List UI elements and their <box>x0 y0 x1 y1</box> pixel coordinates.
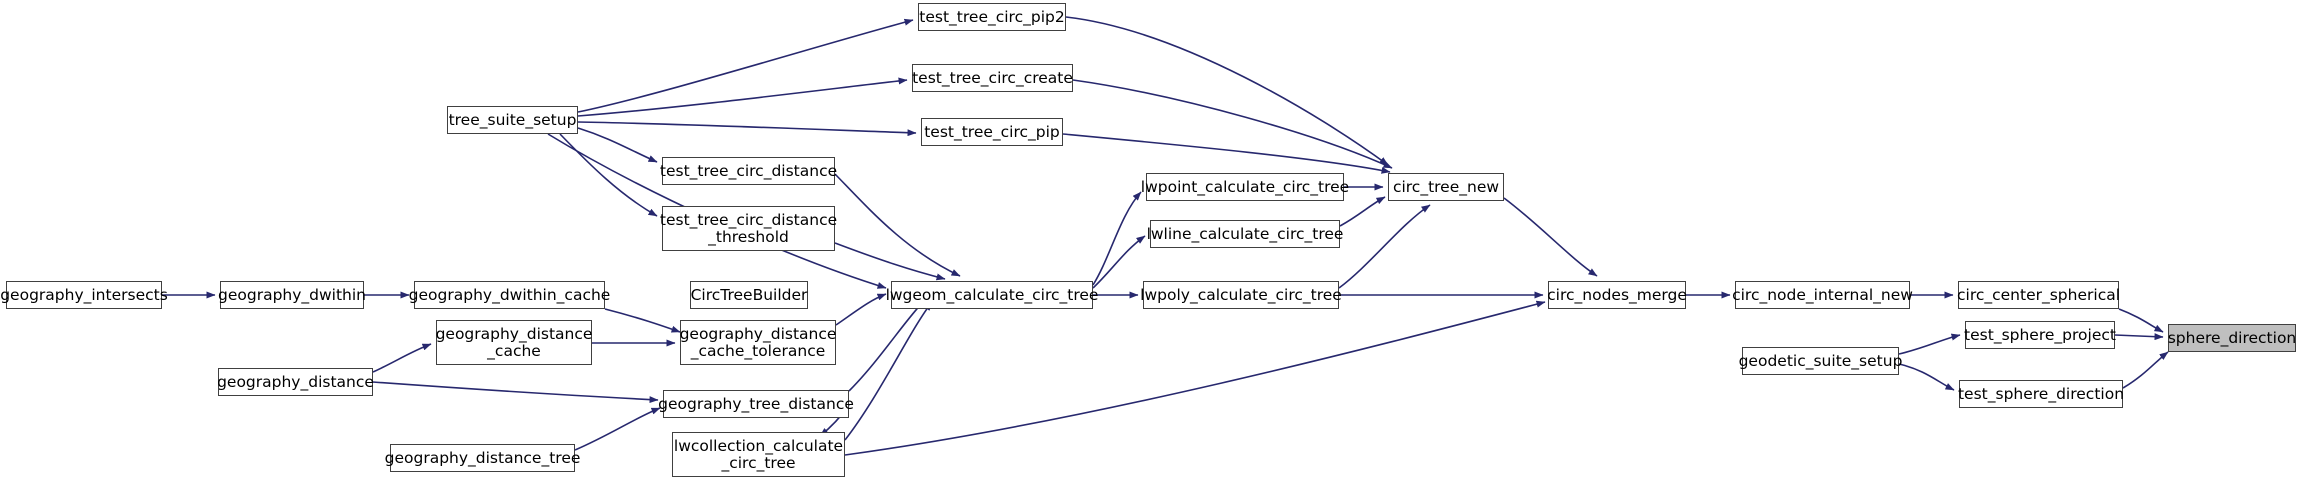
graph-node-test_tree_circ_pip[interactable]: test_tree_circ_pip <box>921 118 1063 146</box>
edge-tree_suite_setup--to--test_tree_circ_distance_thr <box>559 133 658 217</box>
edge-lwpoly_calculate_circ_tree--to--circ_tree_new <box>1338 204 1431 289</box>
graph-node-lwgeom_calculate_circ_tree[interactable]: lwgeom_calculate_circ_tree <box>886 281 1098 309</box>
edge-test_tree_circ_pip--to--circ_tree_new <box>1062 133 1391 174</box>
graph-node-CircTreeBuilder[interactable]: CircTreeBuilder <box>690 281 808 309</box>
graph-node-geography_dwithin[interactable]: geography_dwithin <box>218 281 366 309</box>
graph-node-geography_tree_distance[interactable]: geography_tree_distance <box>658 390 854 418</box>
edge-circ_center_spherical--to--sphere_direction <box>2118 308 2164 333</box>
graph-node-circ_nodes_merge[interactable]: circ_nodes_merge <box>1547 281 1687 309</box>
edge-lwcollection_calculate_circ--to--lwgeom_calculate_circ_tree <box>844 301 933 441</box>
edge-tree_suite_setup--to--test_tree_circ_pip2 <box>577 18 914 113</box>
edge-geography_distance--to--geography_distance_cache <box>372 343 432 373</box>
graph-node-lwcollection_calculate_circ[interactable]: lwcollection_calculate _circ_tree <box>672 432 845 477</box>
graph-node-geography_distance_cache[interactable]: geography_distance _cache <box>436 320 592 365</box>
graph-node-test_sphere_direction[interactable]: test_sphere_direction <box>1958 380 2124 408</box>
graph-node-geography_distance[interactable]: geography_distance <box>217 368 374 396</box>
edge-test_tree_circ_pip2--to--circ_tree_new <box>1065 16 1389 166</box>
edge-geodetic_suite_setup--to--test_sphere_project <box>1898 333 1961 355</box>
graph-node-geography_distance_tree[interactable]: geography_distance_tree <box>385 444 580 472</box>
edge-circ_tree_new--to--circ_nodes_merge <box>1503 197 1598 277</box>
graph-node-circ_tree_new[interactable]: circ_tree_new <box>1388 173 1504 201</box>
graph-node-tree_suite_setup[interactable]: tree_suite_setup <box>447 106 578 134</box>
graph-node-test_tree_circ_pip2[interactable]: test_tree_circ_pip2 <box>918 3 1066 31</box>
graph-node-geography_distance_cache_tol[interactable]: geography_distance _cache_tolerance <box>680 320 836 365</box>
graph-node-circ_node_internal_new[interactable]: circ_node_internal_new <box>1732 281 1913 309</box>
edge-geography_dwithin_cache--to--geography_distance_cache_tol <box>604 308 681 333</box>
edge-lwline_calculate_circ_tree--to--circ_tree_new <box>1339 196 1386 227</box>
edge-tree_suite_setup--to--test_tree_circ_create <box>577 77 908 117</box>
graph-node-geodetic_suite_setup[interactable]: geodetic_suite_setup <box>1739 347 1902 375</box>
edge-geography_distance_cache_tol--to--lwgeom_calculate_circ_tree <box>835 293 887 326</box>
graph-node-test_sphere_project[interactable]: test_sphere_project <box>1964 321 2116 349</box>
edge-geography_distance_tree--to--geography_tree_distance <box>574 407 661 451</box>
edge-geography_tree_distance--to--lwgeom_calculate_circ_tree <box>848 299 926 392</box>
graph-node-geography_intersects[interactable]: geography_intersects <box>0 281 168 309</box>
graph-node-lwpoint_calculate_circ_tree[interactable]: lwpoint_calculate_circ_tree <box>1141 173 1349 201</box>
graph-node-geography_dwithin_cache[interactable]: geography_dwithin_cache <box>409 281 610 309</box>
edge-test_tree_circ_create--to--circ_tree_new <box>1072 79 1393 169</box>
edge-test_sphere_direction--to--sphere_direction <box>2122 351 2169 389</box>
graph-node-test_tree_circ_distance[interactable]: test_tree_circ_distance <box>660 157 837 185</box>
edge-lwgeom_calculate_circ_tree--to--lwline_calculate_circ_tree <box>1092 235 1146 289</box>
edge-geodetic_suite_setup--to--test_sphere_direction <box>1898 363 1955 391</box>
graph-node-circ_center_spherical[interactable]: circ_center_spherical <box>1957 281 2120 309</box>
edge-test_tree_circ_distance_thr--to--lwgeom_calculate_circ_tree <box>834 242 946 281</box>
edge-test_sphere_project--to--sphere_direction <box>2114 333 2164 341</box>
graph-node-test_tree_circ_distance_thr[interactable]: test_tree_circ_distance _threshold <box>660 206 837 251</box>
edge-tree_suite_setup--to--test_tree_circ_distance <box>577 127 658 163</box>
graph-node-lwline_calculate_circ_tree[interactable]: lwline_calculate_circ_tree <box>1147 220 1343 248</box>
graph-node-sphere_direction[interactable]: sphere_direction <box>2168 324 2296 352</box>
edge-tree_suite_setup--to--test_tree_circ_pip <box>577 121 917 137</box>
edge-lwgeom_calculate_circ_tree--to--lwpoint_calculate_circ_tree <box>1092 191 1142 286</box>
graph-node-lwpoly_calculate_circ_tree[interactable]: lwpoly_calculate_circ_tree <box>1140 281 1342 309</box>
edge-lwcollection_calculate_circ--to--circ_nodes_merge <box>844 300 1546 456</box>
edge-geography_distance--to--geography_tree_distance <box>372 381 659 404</box>
edge-test_tree_circ_distance--to--lwgeom_calculate_circ_tree <box>834 173 961 277</box>
graph-node-test_tree_circ_create[interactable]: test_tree_circ_create <box>912 64 1073 92</box>
